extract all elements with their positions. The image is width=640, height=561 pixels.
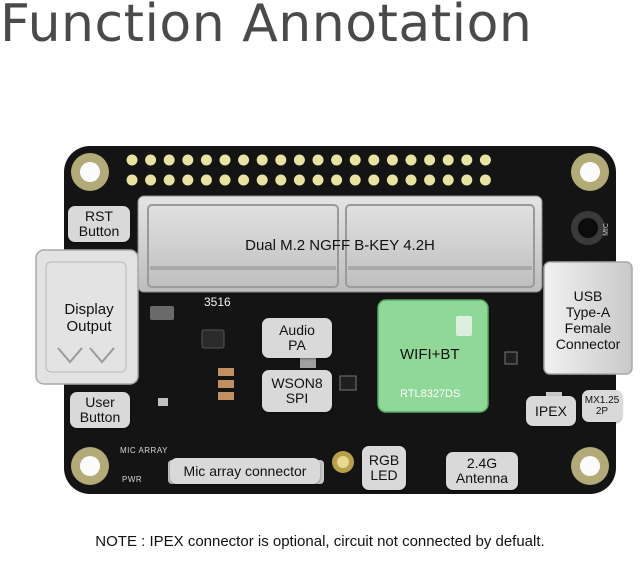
ipex-label: IPEX bbox=[526, 396, 576, 426]
gpio-pad bbox=[331, 175, 342, 186]
gpio-pad bbox=[257, 155, 268, 166]
gpio-pad bbox=[220, 175, 231, 186]
capacitor bbox=[332, 451, 354, 473]
gpio-pad bbox=[368, 155, 379, 166]
wson8-spi-label: WSON8 SPI bbox=[262, 370, 332, 412]
gpio-pad bbox=[461, 175, 472, 186]
mic-array-connector-label: Mic array connector bbox=[170, 458, 320, 484]
gpio-pad bbox=[127, 155, 138, 166]
gpio-pad bbox=[164, 175, 175, 186]
gpio-pad bbox=[238, 175, 249, 186]
gpio-pad bbox=[127, 175, 138, 186]
gpio-pad bbox=[350, 175, 361, 186]
rgb-led-label: RGB LED bbox=[362, 446, 406, 490]
gpio-pad bbox=[313, 155, 324, 166]
user-button-label: User Button bbox=[70, 392, 130, 428]
gpio-pad bbox=[182, 175, 193, 186]
gpio-pad bbox=[406, 155, 417, 166]
gpio-pad bbox=[294, 155, 305, 166]
gpio-pad bbox=[220, 155, 231, 166]
gpio-pad bbox=[424, 175, 435, 186]
gpio-pad bbox=[480, 155, 491, 166]
gpio-pad bbox=[443, 175, 454, 186]
footnote: NOTE : IPEX connector is optional, circu… bbox=[0, 533, 640, 550]
gpio-pad bbox=[461, 155, 472, 166]
gpio-pad bbox=[443, 155, 454, 166]
gpio-pad bbox=[480, 175, 491, 186]
display-output-label: Display Output bbox=[48, 298, 130, 338]
gpio-pad bbox=[387, 175, 398, 186]
gpio-pad bbox=[350, 155, 361, 166]
mx125-label: MX1.25 2P bbox=[582, 390, 622, 422]
mic-silk: MIC bbox=[603, 223, 610, 236]
wifi-bt-label: WIFI+BT bbox=[400, 346, 460, 363]
rst-button-label: RST Button bbox=[68, 206, 130, 242]
gpio-pad bbox=[406, 175, 417, 186]
gpio-pad bbox=[145, 175, 156, 186]
gpio-pad bbox=[182, 155, 193, 166]
gpio-pad bbox=[368, 175, 379, 186]
usb-connector-label: USB Type-A Female Connector bbox=[546, 280, 630, 360]
audio-pa-label: Audio PA bbox=[262, 318, 332, 358]
m2-slot-label: Dual M.2 NGFF B-KEY 4.2H bbox=[200, 232, 480, 258]
mic-array-silk: MIC ARRAY bbox=[120, 446, 168, 455]
antenna-label: 2.4G Antenna bbox=[446, 452, 518, 490]
gpio-pad bbox=[164, 155, 175, 166]
gpio-pad bbox=[201, 155, 212, 166]
gpio-pad bbox=[145, 155, 156, 166]
chip-3516-label: 3516 bbox=[204, 295, 231, 309]
gpio-pad bbox=[275, 155, 286, 166]
gpio-pad bbox=[331, 155, 342, 166]
pwr-silk: PWR bbox=[122, 475, 142, 484]
gpio-pad bbox=[238, 155, 249, 166]
gpio-pad bbox=[257, 175, 268, 186]
rtl-chip-label: RTL8327DS bbox=[400, 388, 460, 400]
mic-component bbox=[571, 211, 605, 245]
gpio-pad bbox=[387, 155, 398, 166]
gpio-pad bbox=[201, 175, 212, 186]
gpio-pad bbox=[275, 175, 286, 186]
gpio-pad bbox=[313, 175, 324, 186]
gpio-pad bbox=[294, 175, 305, 186]
gpio-pad bbox=[424, 155, 435, 166]
